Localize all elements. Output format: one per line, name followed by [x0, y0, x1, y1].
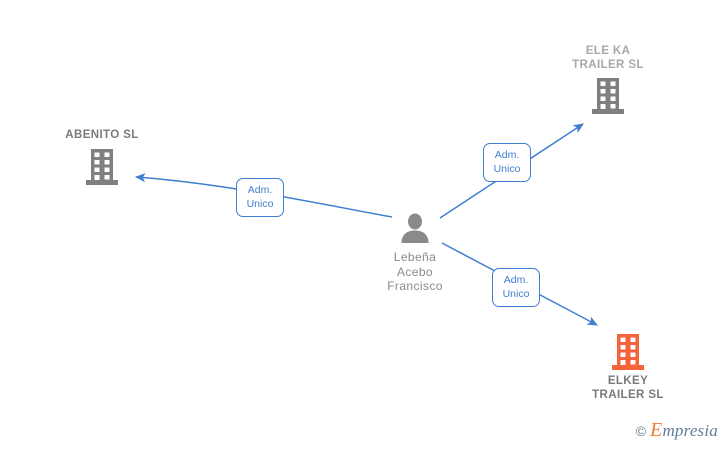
node-label-ele-ka-trailer: ELE KA TRAILER SL [572, 45, 644, 71]
edge-label-ele-ka-trailer[interactable]: Adm. Unico [483, 143, 531, 182]
node-label-elkey-trailer: ELKEY TRAILER SL [592, 375, 664, 401]
person-icon [398, 212, 432, 246]
building-icon [85, 148, 119, 186]
brand-initial: E [650, 419, 663, 441]
building-icon [591, 77, 625, 115]
node-person-lebena-acebo-francisco[interactable]: Lebeña Acebo Francisco [340, 212, 490, 294]
node-label-person: Lebeña Acebo Francisco [387, 250, 443, 293]
brand-wordmark: Empresia [650, 419, 718, 442]
node-ele-ka-trailer[interactable]: ELE KA TRAILER SL [533, 45, 683, 115]
node-label-abenito: ABENITO SL [65, 129, 139, 141]
edge-label-abenito[interactable]: Adm. Unico [236, 178, 284, 217]
brand-name: mpresia [662, 421, 718, 440]
edge-label-elkey-trailer[interactable]: Adm. Unico [492, 268, 540, 307]
node-abenito[interactable]: ABENITO SL [27, 129, 177, 186]
watermark-empresia: © Empresia [636, 419, 718, 442]
node-elkey-trailer[interactable]: ELKEY TRAILER SL [553, 333, 703, 402]
building-icon [611, 333, 645, 371]
copyright-icon: © [635, 422, 647, 439]
